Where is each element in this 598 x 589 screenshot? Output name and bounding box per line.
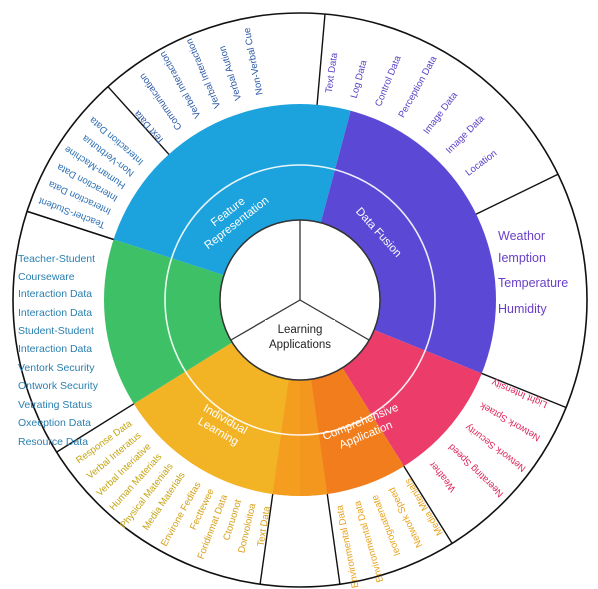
outer-divider xyxy=(56,402,136,453)
outer-label: Oxeeption Data xyxy=(18,417,91,429)
center-label-line1: Learning xyxy=(278,324,323,336)
sector-unlabeled-green xyxy=(104,238,300,406)
outer-label: Ontwork Security xyxy=(18,380,99,392)
outer-divider xyxy=(259,492,274,585)
outer-label: Vetrating Status xyxy=(18,399,92,411)
center-label-line2: Applications xyxy=(269,339,331,351)
outer-label: Courseware xyxy=(18,271,75,283)
outer-label: Teacher-Student xyxy=(18,253,95,265)
outer-ring-dividers xyxy=(26,14,567,585)
outer-label: Iemption xyxy=(498,251,546,265)
outer-divider xyxy=(402,464,453,544)
inner-guide-ring xyxy=(164,164,436,436)
outer-divider xyxy=(479,372,567,409)
outer-divider xyxy=(316,14,326,107)
outer-label: Interaction Data xyxy=(18,288,92,300)
sector-blend xyxy=(272,300,328,496)
center-label-backdrop xyxy=(265,320,335,352)
outer-divider xyxy=(107,86,171,157)
outer-divider xyxy=(26,210,116,241)
outer-divider xyxy=(474,173,559,216)
outer-label: Interaction Data xyxy=(18,307,92,319)
outer-label: Resource Data xyxy=(18,436,88,448)
outer-divider xyxy=(326,492,341,585)
outer-label: Weathor xyxy=(498,229,545,243)
outer-label: Interaction Data xyxy=(18,343,92,355)
outer-label: Student-Student xyxy=(18,325,94,337)
outer-label: Temperature xyxy=(498,276,568,290)
outer-label: Humidity xyxy=(498,302,547,316)
outer-label: Ventork Security xyxy=(18,362,95,374)
